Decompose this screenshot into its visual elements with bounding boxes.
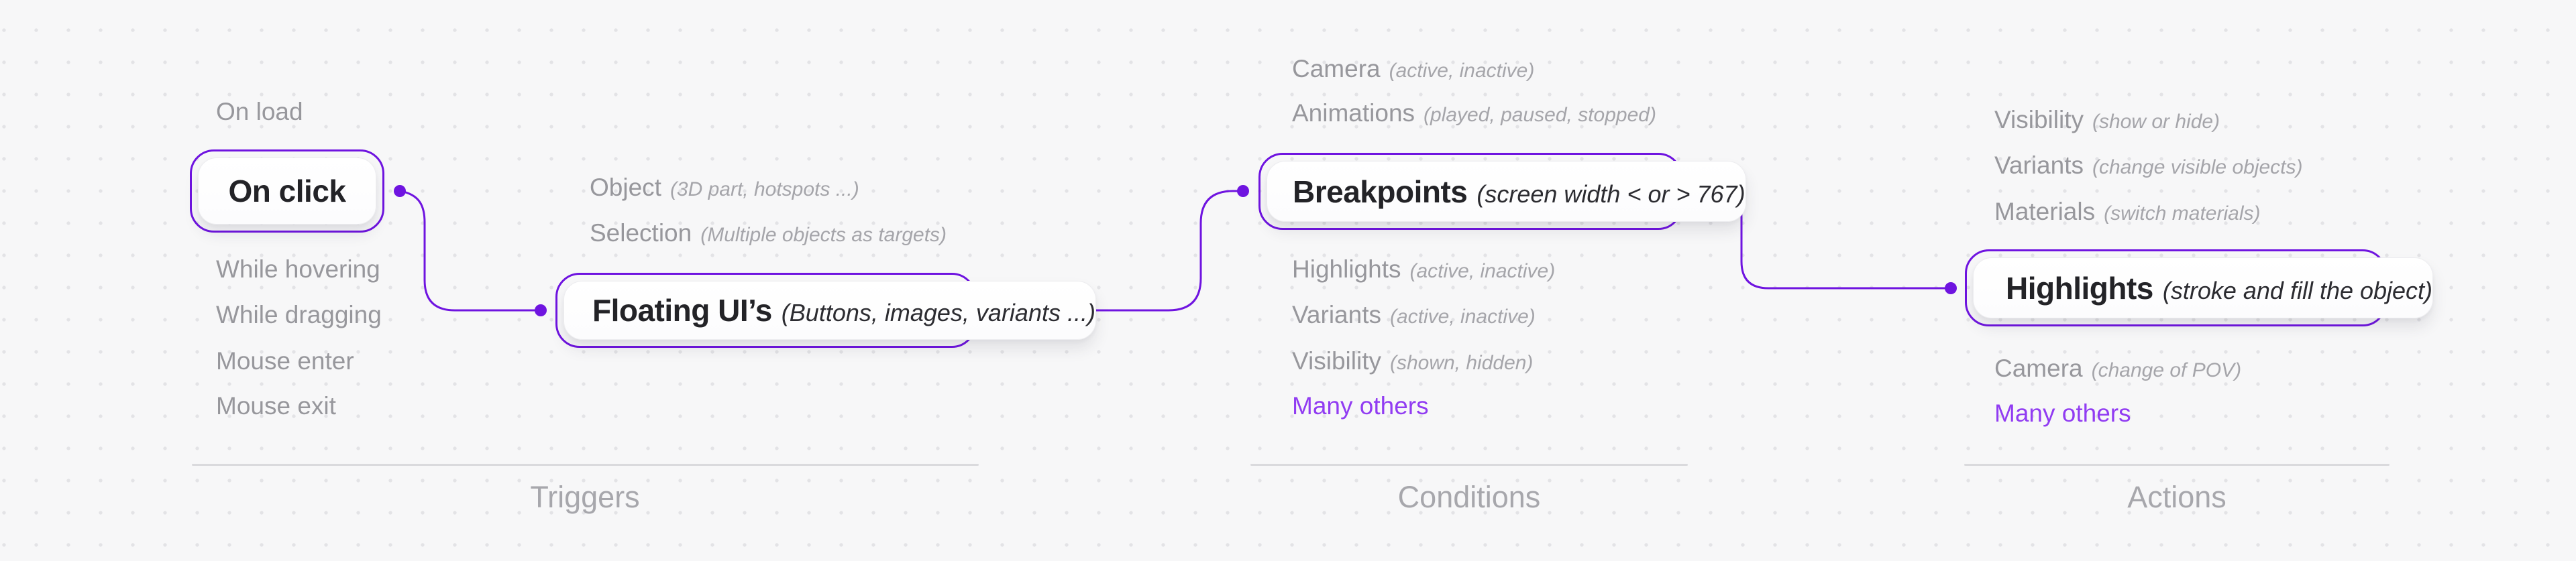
actions-divider	[1964, 464, 2390, 466]
trigger-node-on-click[interactable]: On click	[190, 149, 384, 233]
trigger-item-label: On load	[216, 98, 303, 125]
condition-item-many-others: Many others	[1292, 392, 1429, 420]
action-item-visibility: Visibility (show or hide)	[1994, 106, 2220, 134]
trigger-item-mouse-exit: Mouse exit	[216, 392, 336, 420]
action-item-note: (show or hide)	[2092, 111, 2220, 133]
condition-item-visibility: Visibility (shown, hidden)	[1292, 347, 1533, 375]
target-item-note: (Multiple objects as targets)	[700, 224, 947, 246]
node-note: (screen width < or > 767)	[1477, 180, 1746, 208]
target-item-selection: Selection (Multiple objects as targets)	[590, 219, 947, 247]
condition-item-label: Highlights	[1292, 255, 1401, 283]
target-item-note: (3D part, hotspots ...)	[669, 178, 859, 200]
node-label: Highlights	[2006, 270, 2153, 306]
trigger-item-label: While dragging	[216, 301, 382, 328]
action-item-camera: Camera (change of POV)	[1994, 355, 2241, 383]
node-note: (stroke and fill the object)	[2162, 276, 2433, 304]
node-label: Breakpoints	[1293, 174, 1468, 209]
condition-item-label: Variants	[1292, 301, 1381, 328]
target-item-label: Selection	[590, 219, 692, 247]
condition-item-note: (active, inactive)	[1409, 260, 1556, 282]
condition-item-label: Animations	[1292, 99, 1415, 127]
trigger-item-label: Mouse exit	[216, 392, 336, 420]
trigger-item-label: Mouse enter	[216, 347, 354, 375]
condition-item-camera: Camera (active, inactive)	[1292, 55, 1534, 83]
condition-item-note: (played, paused, stopped)	[1424, 104, 1656, 126]
action-item-label: Camera	[1994, 355, 2083, 382]
action-item-note: (switch materials)	[2104, 202, 2261, 225]
node-card: On click	[198, 158, 376, 225]
condition-item-label: Camera	[1292, 55, 1381, 82]
triggers-section-label: Triggers	[530, 480, 640, 514]
action-item-label: Visibility	[1994, 106, 2084, 133]
trigger-item-on-load: On load	[216, 98, 303, 126]
condition-item-note: (active, inactive)	[1389, 60, 1535, 82]
many-others-label: Many others	[1994, 399, 2131, 427]
actions-section-label: Actions	[2127, 480, 2226, 514]
trigger-item-while-dragging: While dragging	[216, 301, 382, 329]
triggers-divider	[192, 464, 979, 466]
action-item-label: Materials	[1994, 198, 2096, 225]
node-label: On click	[228, 174, 346, 208]
condition-item-note: (active, inactive)	[1390, 306, 1536, 328]
condition-item-label: Visibility	[1292, 347, 1381, 375]
trigger-item-while-hovering: While hovering	[216, 255, 380, 284]
node-label: Floating UI’s	[592, 293, 772, 328]
condition-item-note: (shown, hidden)	[1389, 352, 1534, 374]
action-item-many-others: Many others	[1994, 399, 2131, 428]
node-note: (Buttons, images, variants ...)	[781, 299, 1095, 326]
conditions-section-label: Conditions	[1397, 480, 1541, 514]
connector-onclick-to-floating	[394, 185, 547, 316]
trigger-item-label: While hovering	[216, 255, 380, 283]
target-node-floating-uis[interactable]: Floating UI’s (Buttons, images, variants…	[555, 273, 1096, 348]
action-item-label: Variants	[1994, 151, 2084, 179]
action-item-note: (change of POV)	[2091, 359, 2242, 381]
action-node-highlights[interactable]: Highlights (stroke and fill the object)	[1965, 249, 2434, 326]
condition-item-highlights: Highlights (active, inactive)	[1292, 255, 1555, 284]
trigger-item-mouse-enter: Mouse enter	[216, 347, 354, 375]
action-item-variants: Variants (change visible objects)	[1994, 151, 2303, 180]
condition-node-breakpoints[interactable]: Breakpoints (screen width < or > 767)	[1258, 153, 1746, 230]
condition-item-variants: Variants (active, inactive)	[1292, 301, 1536, 329]
action-item-materials: Materials (switch materials)	[1994, 198, 2260, 226]
target-item-label: Object	[590, 174, 661, 201]
target-item-object: Object (3D part, hotspots ...)	[590, 174, 859, 202]
conditions-divider	[1250, 464, 1688, 466]
action-item-note: (change visible objects)	[2092, 156, 2303, 178]
many-others-label: Many others	[1292, 392, 1429, 420]
condition-item-animations: Animations (played, paused, stopped)	[1292, 99, 1656, 127]
